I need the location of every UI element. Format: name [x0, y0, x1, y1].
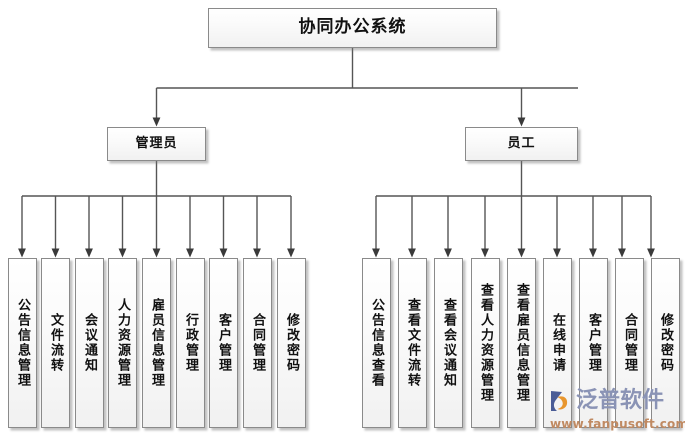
- node-staff-leaf-3[interactable]: 查看会议通知: [434, 258, 463, 428]
- node-staff-leaf-2[interactable]: 查看文件流转: [398, 258, 427, 428]
- node-staff-leaf-9[interactable]: 修改密码: [651, 258, 680, 428]
- node-role-admin-label: 管理员: [135, 136, 178, 152]
- node-admin-leaf-7-label: 客户管理: [216, 313, 231, 373]
- node-admin-leaf-1[interactable]: 公告信息管理: [8, 258, 37, 428]
- node-staff-leaf-5[interactable]: 查看雇员信息管理: [507, 258, 536, 428]
- node-staff-leaf-5-label: 查看雇员信息管理: [514, 283, 529, 403]
- node-root-system-label: 协同办公系统: [298, 17, 407, 38]
- node-admin-leaf-7[interactable]: 客户管理: [209, 258, 238, 428]
- node-staff-leaf-4[interactable]: 查看人力资源管理: [471, 258, 500, 428]
- node-staff-leaf-7-label: 客户管理: [586, 313, 601, 373]
- node-staff-leaf-6[interactable]: 在线申请: [543, 258, 572, 428]
- node-admin-leaf-4-label: 人力资源管理: [115, 298, 130, 388]
- node-admin-leaf-5[interactable]: 雇员信息管理: [142, 258, 171, 428]
- node-root-system[interactable]: 协同办公系统: [208, 8, 497, 48]
- node-admin-leaf-2[interactable]: 文件流转: [41, 258, 70, 428]
- node-role-staff-label: 员工: [507, 136, 536, 152]
- node-admin-leaf-8[interactable]: 合同管理: [243, 258, 272, 428]
- node-staff-leaf-1-label: 公告信息查看: [369, 298, 384, 388]
- node-staff-leaf-3-label: 查看会议通知: [441, 298, 456, 388]
- node-staff-leaf-8-label: 合同管理: [622, 313, 637, 373]
- node-role-admin[interactable]: 管理员: [107, 127, 206, 161]
- node-role-staff[interactable]: 员工: [465, 127, 578, 161]
- node-admin-leaf-2-label: 文件流转: [48, 313, 63, 373]
- node-staff-leaf-4-label: 查看人力资源管理: [478, 283, 493, 403]
- node-admin-leaf-3-label: 会议通知: [82, 313, 97, 373]
- node-admin-leaf-8-label: 合同管理: [250, 313, 265, 373]
- node-staff-leaf-8[interactable]: 合同管理: [615, 258, 644, 428]
- node-admin-leaf-6-label: 行政管理: [183, 313, 198, 373]
- node-staff-leaf-2-label: 查看文件流转: [405, 298, 420, 388]
- node-admin-leaf-5-label: 雇员信息管理: [149, 298, 164, 388]
- node-admin-leaf-1-label: 公告信息管理: [15, 298, 30, 388]
- node-staff-leaf-7[interactable]: 客户管理: [579, 258, 608, 428]
- node-admin-leaf-6[interactable]: 行政管理: [176, 258, 205, 428]
- node-admin-leaf-9[interactable]: 修改密码: [277, 258, 306, 428]
- node-admin-leaf-9-label: 修改密码: [284, 313, 299, 373]
- node-staff-leaf-6-label: 在线申请: [550, 313, 565, 373]
- node-staff-leaf-1[interactable]: 公告信息查看: [362, 258, 391, 428]
- node-admin-leaf-3[interactable]: 会议通知: [75, 258, 104, 428]
- node-admin-leaf-4[interactable]: 人力资源管理: [108, 258, 137, 428]
- node-staff-leaf-9-label: 修改密码: [658, 313, 673, 373]
